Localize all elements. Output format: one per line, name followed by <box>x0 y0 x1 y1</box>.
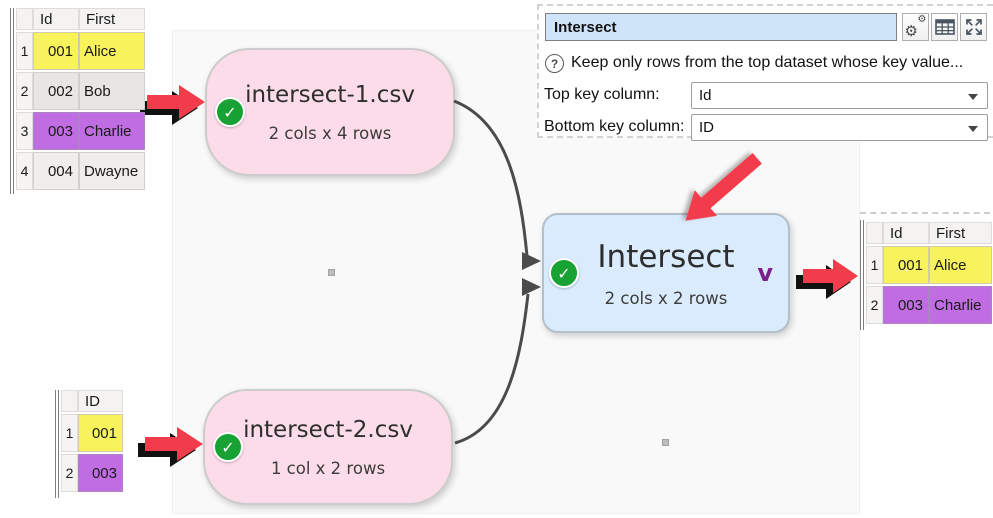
column-header: Id <box>883 222 929 244</box>
output-grid: Id First 1 001 Alice 2 003 Charlie <box>866 222 992 326</box>
cell-first: Alice <box>929 246 992 284</box>
node-intersect-1-csv[interactable]: ✓ intersect-1.csv 2 cols x 4 rows <box>205 48 455 176</box>
expand-icon <box>965 19 982 35</box>
bottom-key-column-select[interactable]: ID <box>691 114 988 141</box>
grid-header-row: Id First <box>866 222 992 244</box>
node-title: intersect-1.csv <box>245 81 415 108</box>
cell-id: 001 <box>78 414 123 452</box>
canvas-grid-dot <box>662 439 669 446</box>
node-intersect[interactable]: ✓ Intersect 2 cols x 2 rows v <box>542 213 790 333</box>
grid-row: 1 001 Alice <box>866 246 992 284</box>
cell-first: Dwayne <box>79 152 145 190</box>
bottom-key-column-value: ID <box>699 119 714 136</box>
node-title: intersect-2.csv <box>243 416 413 443</box>
grid-row: 1 001 Alice <box>16 32 145 70</box>
grid-row: 4 004 Dwayne <box>16 152 145 190</box>
column-header: ID <box>78 390 123 412</box>
cell-id: 003 <box>883 286 929 324</box>
cell-id: 003 <box>33 112 79 150</box>
grid-row: 1 001 <box>61 414 123 452</box>
node-intersect-2-csv[interactable]: ✓ intersect-2.csv 1 col x 2 rows <box>203 389 453 505</box>
grid-row: 2 003 Charlie <box>866 286 992 324</box>
torn-edge <box>860 212 990 214</box>
dropdown-caret-icon <box>968 125 978 132</box>
properties-panel: ⚙⚙ ? Keep only rows from the top dataset… <box>537 4 993 141</box>
grid-header-row: Id First <box>16 8 145 30</box>
node-title: Intersect <box>597 238 735 275</box>
node-dimensions: 2 cols x 2 rows <box>604 288 728 308</box>
check-icon: ✓ <box>549 258 579 288</box>
grid-edge <box>55 390 63 498</box>
column-header: First <box>929 222 992 244</box>
grid-header-row: ID <box>61 390 123 412</box>
grid-edge <box>860 220 868 330</box>
column-header: First <box>79 8 145 30</box>
cell-id: 001 <box>883 246 929 284</box>
grid-row: 3 003 Charlie <box>16 112 145 150</box>
grid-row: 2 002 Bob <box>16 72 145 110</box>
canvas-grid-dot <box>328 269 335 276</box>
input-grid-1: Id First 1 001 Alice 2 002 Bob 3 003 Cha… <box>16 8 145 192</box>
transform-description: Keep only rows from the top dataset whos… <box>571 54 964 71</box>
cell-first: Alice <box>79 32 145 70</box>
show-table-button[interactable] <box>931 13 958 41</box>
bottom-key-column-label: Bottom key column: <box>544 118 685 135</box>
top-key-column-value: Id <box>699 87 712 104</box>
expand-button[interactable] <box>960 13 987 41</box>
node-dimensions: 1 col x 2 rows <box>270 458 386 478</box>
cell-first: Charlie <box>929 286 992 324</box>
transform-name-input[interactable] <box>545 13 897 41</box>
cell-id: 001 <box>33 32 79 70</box>
settings-button[interactable]: ⚙⚙ <box>902 13 929 41</box>
check-icon: ✓ <box>213 432 243 462</box>
cell-first: Charlie <box>79 112 145 150</box>
check-icon: ✓ <box>215 97 245 127</box>
table-icon <box>934 19 955 35</box>
cell-id: 003 <box>78 454 123 492</box>
help-icon[interactable]: ? <box>545 54 564 73</box>
cell-id: 004 <box>33 152 79 190</box>
gear-icon: ⚙⚙ <box>904 14 927 40</box>
top-key-column-select[interactable]: Id <box>691 82 988 109</box>
input-grid-2: ID 1 001 2 003 <box>61 390 123 494</box>
cell-id: 002 <box>33 72 79 110</box>
dropdown-caret-icon <box>968 93 978 100</box>
grid-edge <box>10 8 18 194</box>
node-dimensions: 2 cols x 4 rows <box>268 123 392 143</box>
chevron-down-icon[interactable]: v <box>757 259 773 287</box>
grid-row: 2 003 <box>61 454 123 492</box>
column-header: Id <box>33 8 79 30</box>
top-key-column-label: Top key column: <box>544 86 660 103</box>
cell-first: Bob <box>79 72 145 110</box>
